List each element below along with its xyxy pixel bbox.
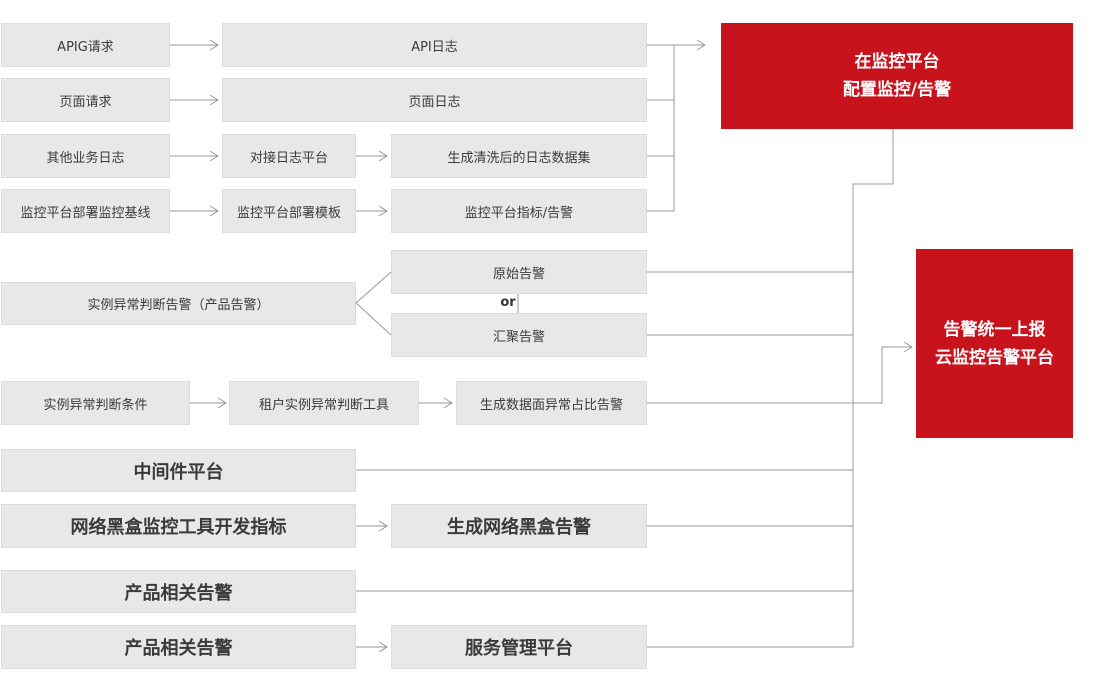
aggregated-alarm-box: 汇聚告警 [391, 313, 647, 357]
unified-report-line2: 云监控告警平台 [935, 347, 1054, 368]
page-request-box: 页面请求 [1, 78, 170, 122]
instance-anomaly-alarm-box: 实例异常判断告警（产品告警） [1, 282, 356, 325]
monitor-template-box: 监控平台部署模板 [222, 189, 356, 233]
monitor-baseline-box: 监控平台部署监控基线 [1, 189, 170, 233]
network-blackbox-metrics-box: 网络黑盒监控工具开发指标 [1, 504, 356, 548]
arrow-head [378, 150, 388, 162]
arrow-head [209, 94, 219, 106]
monitor-metrics-alarm-box: 监控平台指标/告警 [391, 189, 647, 233]
arrow-head [209, 39, 219, 51]
arrow-head [903, 341, 913, 353]
or-label: or [500, 295, 516, 310]
arrow-head [209, 150, 219, 162]
network-blackbox-alarm-box: 生成网络黑盒告警 [391, 504, 647, 548]
arrow-head [378, 520, 388, 532]
tenant-anomaly-tool-box: 租户实例异常判断工具 [229, 381, 419, 425]
split-line [355, 271, 392, 336]
arrow-head [378, 641, 388, 653]
product-alarm-box-2: 产品相关告警 [1, 625, 356, 669]
feed-line [356, 271, 853, 648]
other-business-log-box: 其他业务日志 [1, 134, 170, 178]
feed-line [647, 346, 912, 404]
service-mgmt-platform-box: 服务管理平台 [391, 625, 647, 669]
product-alarm-box-1: 产品相关告警 [1, 570, 356, 613]
api-log-box: API日志 [222, 23, 647, 67]
unified-report-line1: 告警统一上报 [943, 319, 1046, 340]
arrow-head [378, 205, 388, 217]
arrow-head [217, 397, 227, 409]
instance-anomaly-condition-box: 实例异常判断条件 [1, 381, 190, 425]
unified-report-target: 告警统一上报 云监控告警平台 [916, 249, 1073, 438]
arrow-head [696, 39, 706, 51]
cleaned-log-dataset-box: 生成清洗后的日志数据集 [391, 134, 647, 178]
monitor-config-line1: 在监控平台 [854, 52, 940, 72]
bus-line [852, 129, 894, 647]
middleware-platform-box: 中间件平台 [1, 449, 356, 492]
raw-alarm-box: 原始告警 [391, 250, 647, 294]
monitor-config-line2: 配置监控/告警 [842, 80, 952, 100]
monitor-config-target: 在监控平台 配置监控/告警 [721, 23, 1073, 129]
arrow-head [209, 205, 219, 217]
collector-line [647, 44, 675, 212]
arrow-head [443, 397, 453, 409]
log-platform-connect-box: 对接日志平台 [222, 134, 356, 178]
data-plane-anomaly-alarm-box: 生成数据面异常占比告警 [456, 381, 647, 425]
apig-request-box: APIG请求 [1, 23, 170, 67]
page-log-box: 页面日志 [222, 78, 647, 122]
